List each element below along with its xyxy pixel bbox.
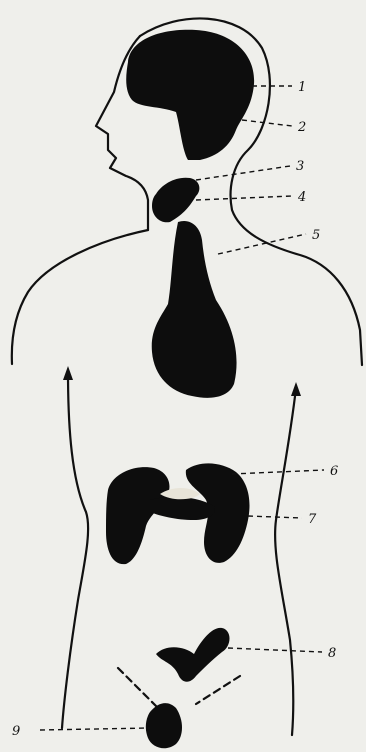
brain-organ [126, 30, 254, 160]
pelvis-line-left [118, 668, 156, 706]
callout-3-leader [196, 166, 290, 180]
thyroid-organ [152, 178, 199, 223]
pancreas-organ [150, 497, 215, 520]
left-torso-outline [62, 372, 88, 728]
left-arrow-tip-icon [63, 366, 73, 380]
callout-number-4: 4 [297, 190, 306, 205]
thymus-heart-organ [152, 221, 237, 398]
left-shoulder-outline [12, 230, 148, 364]
callout-8-leader [228, 648, 322, 652]
right-adrenal-kidney-organ [106, 467, 169, 564]
callout-number-5: 5 [312, 228, 320, 243]
callout-number-2: 2 [297, 120, 306, 135]
callout-4-leader [196, 196, 292, 200]
callout-number-3: 3 [296, 159, 304, 174]
callout-2-leader [242, 120, 292, 126]
right-torso-outline [275, 388, 296, 735]
callout-6-leader [232, 470, 324, 474]
pelvis-line-right [196, 676, 240, 704]
right-arrow-tip-icon [291, 382, 301, 396]
callout-5-leader [218, 234, 306, 254]
callout-9-leader [40, 728, 150, 730]
callout-number-1: 1 [298, 80, 306, 95]
callout-number-6: 6 [330, 464, 338, 479]
callout-number-8: 8 [328, 646, 336, 661]
testis-organ [146, 703, 182, 748]
callout-7-leader [248, 516, 302, 518]
callout-number-9: 9 [12, 724, 20, 739]
ovary-organ [156, 628, 230, 682]
callout-number-7: 7 [308, 512, 317, 527]
